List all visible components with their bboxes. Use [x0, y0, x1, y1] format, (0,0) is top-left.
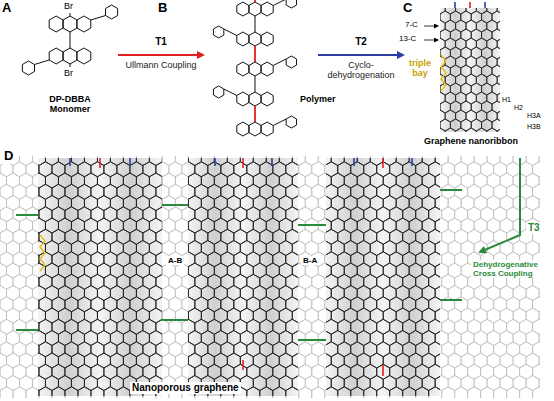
honeycomb-lattice [0, 156, 540, 398]
benzene-ring [249, 92, 261, 106]
figure-label: T1 [150, 36, 172, 48]
bay-outline [441, 55, 446, 91]
leader-arrow [424, 40, 438, 41]
benzene-ring [49, 16, 63, 32]
ribbon-fill [188, 158, 298, 396]
reaction-arrow [318, 54, 403, 56]
honeycomb-lattice [0, 151, 554, 401]
bond-line [273, 59, 286, 66]
honeycomb-lattice [440, 8, 500, 132]
figure-label: Cyclo-dehydrogenation [316, 60, 406, 81]
bond-line [91, 16, 106, 21]
figure-label: B [158, 1, 167, 16]
nanoporous-graphene [0, 151, 554, 401]
figure-label: B-A [301, 256, 319, 265]
bond-line [70, 32, 71, 48]
benzene-ring [77, 16, 91, 32]
bond-line [34, 60, 49, 65]
bond-line [273, 119, 286, 126]
figure-label: Graphene nanoribbon [424, 136, 518, 146]
figure-label: D [2, 149, 15, 164]
benzene-ring [237, 2, 249, 16]
bond-line [254, 0, 256, 2]
bond-line [255, 76, 256, 92]
monomer-structure [22, 5, 117, 75]
benzene-ring [261, 122, 273, 136]
cross-coupling-bonds [16, 190, 462, 340]
benzene-ring [249, 2, 261, 16]
benzene-ring [213, 86, 223, 98]
figure-label: 13-C [399, 34, 416, 43]
bond-line [70, 13, 71, 16]
figure-label: Ullmann Coupling [125, 60, 197, 70]
benzene-ring [249, 62, 261, 76]
benzene-ring [237, 62, 249, 76]
benzene-ring [106, 5, 118, 19]
reaction-arrow [480, 158, 520, 252]
bond-line [273, 0, 286, 6]
benzene-ring [261, 62, 273, 76]
benzene-ring [63, 16, 77, 32]
figure-label: Br [64, 68, 73, 78]
figure-label: T3 [526, 222, 542, 234]
benzene-ring [286, 116, 296, 128]
figure-label: H3A [527, 112, 541, 120]
figure-label: T2 [350, 36, 372, 48]
benzene-ring [77, 48, 91, 64]
figure-label: H2 [514, 104, 523, 112]
figure-label: Nanoporous graphene [130, 382, 241, 394]
figure-label: 7-C [405, 20, 418, 29]
polymer-structure [213, 0, 296, 136]
figure-label: triple bay [402, 58, 438, 79]
benzene-ring [261, 92, 273, 106]
bay-outline [40, 235, 45, 271]
figure-label: Br [64, 1, 73, 11]
ribbon-fill [38, 158, 162, 396]
bond-line [70, 64, 71, 67]
bond-line [255, 16, 256, 32]
benzene-ring [213, 26, 223, 38]
bond-line [224, 29, 237, 36]
figure-label: C [403, 1, 412, 16]
figure-label: H1 [502, 96, 511, 104]
bond-markers [70, 2, 485, 376]
figure-label: Dehydrogenative Cross Coupling [471, 260, 551, 278]
figure-label: A [2, 1, 11, 16]
leader-arrow [424, 26, 438, 27]
figure-label: H3B [527, 123, 541, 131]
benzene-ring [261, 2, 273, 16]
figure-label: A-B [166, 256, 184, 265]
benzene-ring [237, 32, 249, 46]
benzene-ring [249, 122, 261, 136]
figure-label: Polymer [300, 94, 336, 104]
nanoribbon-structure [424, 2, 512, 140]
bond-line [224, 89, 237, 96]
benzene-ring [49, 48, 63, 64]
benzene-ring [237, 122, 249, 136]
bond-line [254, 46, 256, 62]
bond-line [254, 106, 256, 122]
benzene-ring [63, 48, 77, 64]
ribbon-fill [440, 8, 500, 132]
benzene-ring [237, 92, 249, 106]
figure-label: DP-DBBA Monomer [30, 94, 110, 115]
benzene-ring [249, 32, 261, 46]
benzene-ring [261, 32, 273, 46]
benzene-ring [286, 0, 296, 8]
benzene-ring [286, 56, 296, 68]
reaction-arrow [118, 54, 203, 56]
benzene-ring [22, 61, 34, 75]
